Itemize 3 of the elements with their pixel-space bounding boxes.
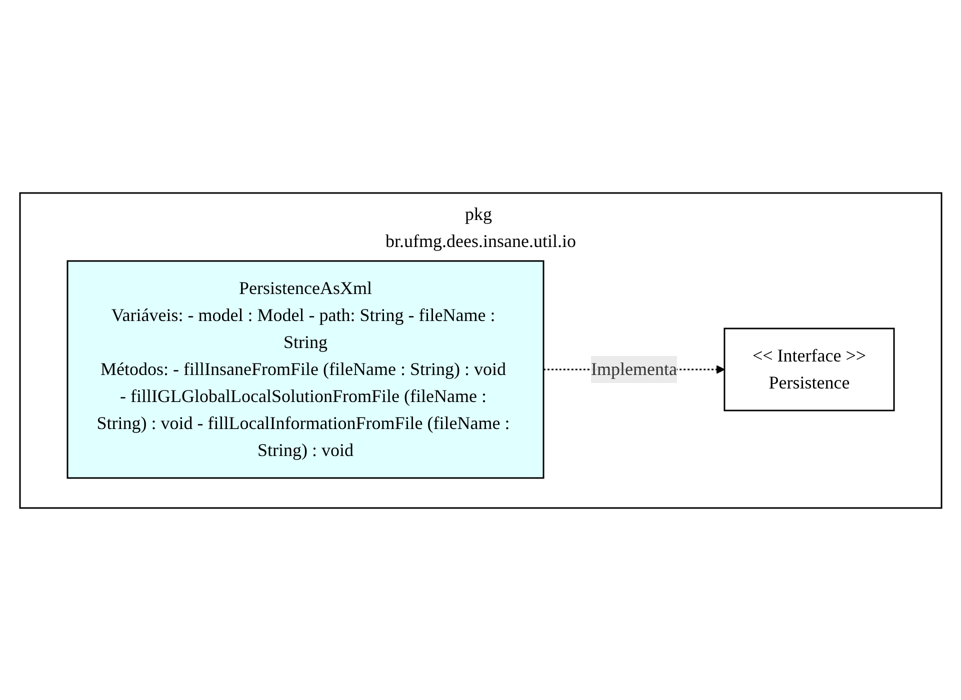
node-box: << Interface >> Persistence [723, 327, 894, 411]
edge-label: Implementa [590, 358, 677, 378]
node-box: PersistenceAsXml Variáveis: - model : Model - path: String - fileName : String Métodos: - fillInsaneFromFile (fileName : String) : void - fillIGLGlobalLocalSolutionFromFile (fileName : String) : void - fillLocalInformationFromFile (fileName : String) : void [66, 260, 544, 478]
